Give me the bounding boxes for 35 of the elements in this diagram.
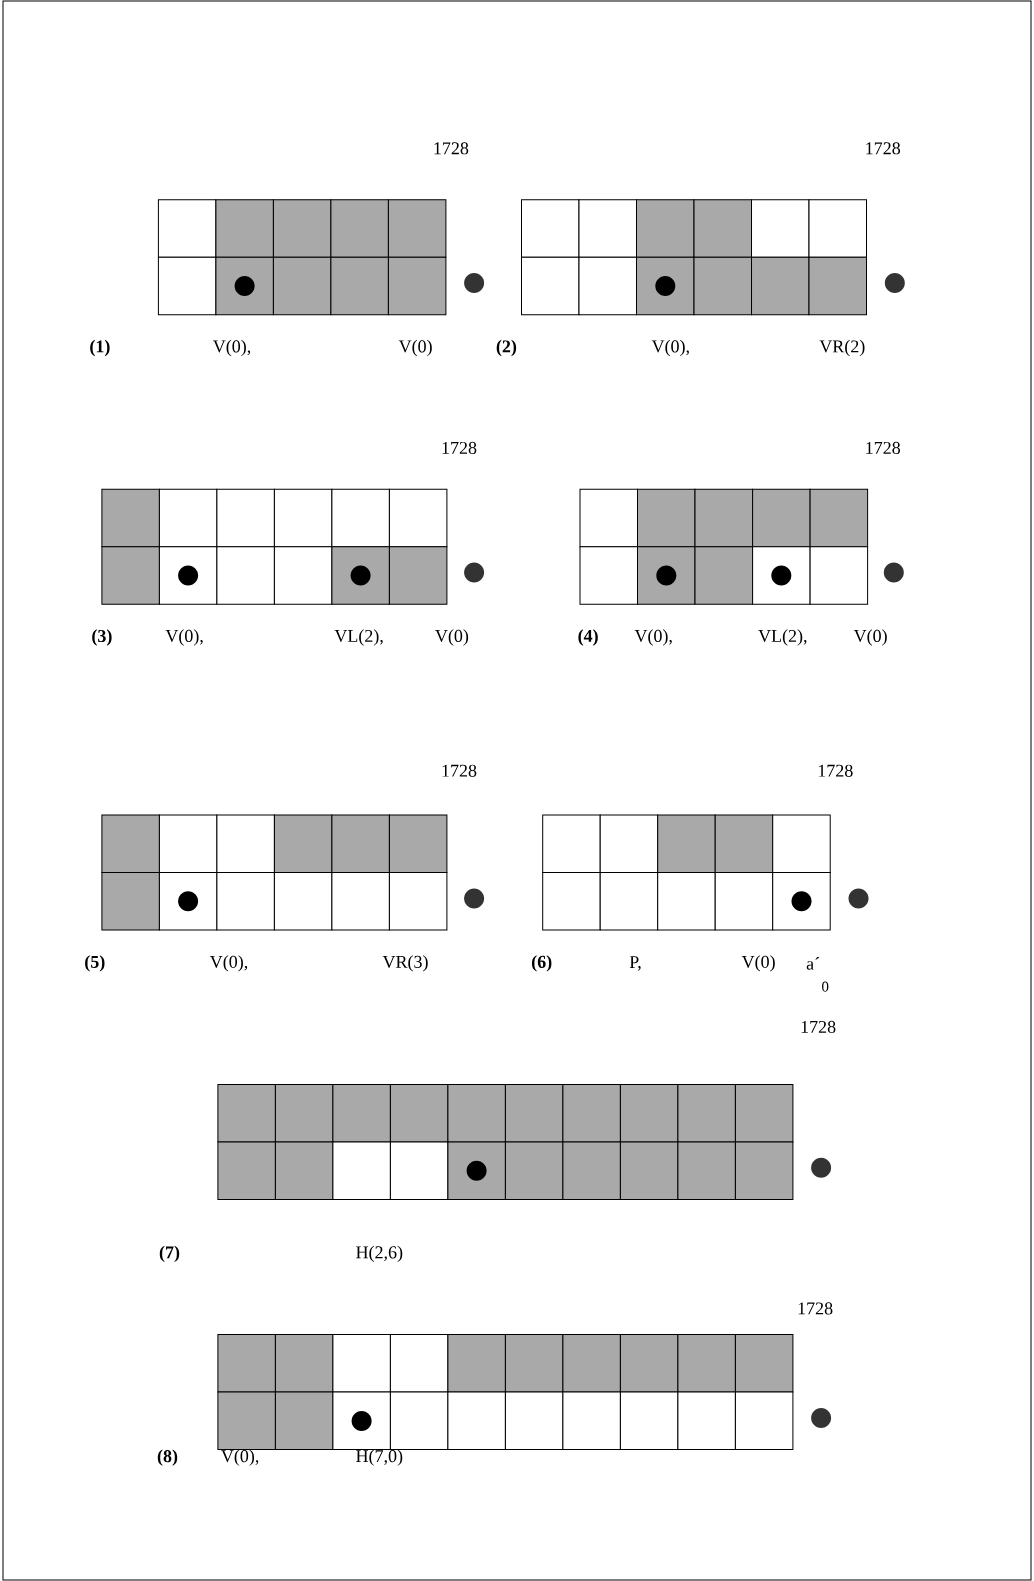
code-label: H(7,0): [356, 1449, 403, 1466]
subscript-label: 0: [822, 981, 829, 992]
width-label: 1728: [866, 441, 900, 454]
code-label: VR(3): [382, 955, 428, 972]
code-label: P,: [629, 956, 641, 971]
panel-number: (3): [92, 629, 112, 646]
panel-number: (1): [90, 339, 110, 357]
panel-number: (8): [157, 1449, 178, 1466]
code-label: V(0),: [209, 955, 248, 972]
width-label: 1728: [442, 441, 477, 454]
code-label: V(0): [435, 629, 469, 646]
panel-number: (6): [532, 955, 552, 972]
code-label: VL(2),: [758, 629, 807, 646]
panel-number: (4): [578, 629, 598, 646]
code-label: V(0): [741, 955, 775, 972]
code-label: V(0),: [651, 339, 689, 357]
code-label: V(0): [853, 629, 887, 646]
code-label: V(0),: [634, 629, 672, 646]
width-label: 1728: [442, 764, 477, 777]
panel-number: (5): [85, 955, 105, 972]
code-label: V(0): [398, 339, 432, 357]
code-label: VR(2): [819, 339, 865, 357]
code-label: a´: [806, 957, 820, 970]
code-label: V(0),: [221, 1449, 259, 1466]
code-label: H(2,6): [356, 1245, 403, 1263]
width-label: 1728: [801, 1020, 836, 1033]
code-label: VL(2),: [334, 629, 383, 646]
width-label: 1728: [434, 142, 469, 155]
panel-number: (7): [159, 1245, 180, 1263]
width-label: 1728: [798, 1302, 833, 1315]
code-label: V(0),: [212, 339, 251, 357]
width-label: 1728: [866, 142, 900, 155]
panel-number: (2): [496, 339, 517, 357]
code-label: V(0),: [165, 629, 203, 646]
width-label: 1728: [818, 764, 853, 777]
